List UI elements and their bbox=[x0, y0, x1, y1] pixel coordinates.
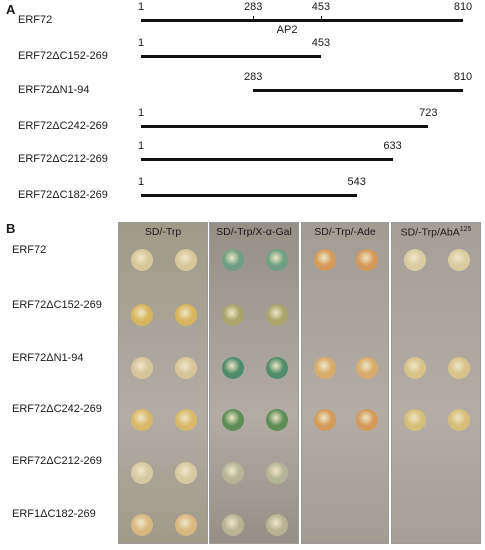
strain-row-label: ERF72ΔN1-94 bbox=[12, 352, 84, 364]
residue-number: 283 bbox=[244, 71, 263, 83]
yeast-colony bbox=[265, 409, 288, 431]
yeast-colony bbox=[222, 409, 245, 431]
yeast-colony bbox=[131, 249, 154, 271]
plate-title-text: SD/-Trp bbox=[144, 226, 182, 238]
strain-row-label: ERF1ΔC182-269 bbox=[12, 508, 96, 520]
yeast-colony bbox=[404, 249, 427, 271]
residue-number: 633 bbox=[383, 140, 402, 152]
yeast-colony bbox=[131, 304, 154, 326]
strain-row-label: ERF72ΔC152-269 bbox=[12, 299, 102, 311]
construct-bar bbox=[141, 125, 429, 128]
yeast-colony bbox=[447, 357, 470, 379]
yeast-colony bbox=[404, 409, 427, 431]
construct-label: ERF72ΔC152-269 bbox=[18, 50, 108, 62]
domain-boundary-tick bbox=[253, 16, 255, 22]
yeast-colony bbox=[222, 462, 245, 484]
plate-background bbox=[119, 223, 207, 543]
plate-title-text: SD/-Trp/X-α-Gal bbox=[216, 226, 292, 238]
yeast-colony bbox=[265, 304, 288, 326]
plate-title-text: SD/-Trp/AbA bbox=[400, 226, 460, 239]
yeast-colony bbox=[222, 514, 245, 536]
agar-plate: SD/-Trp/AbA125 bbox=[391, 222, 481, 544]
yeast-colony bbox=[174, 514, 197, 536]
yeast-colony bbox=[222, 249, 245, 271]
plate-background bbox=[210, 223, 298, 543]
yeast-colony bbox=[265, 462, 288, 484]
yeast-colony bbox=[131, 409, 154, 431]
yeast-colony bbox=[404, 357, 427, 379]
plate-title: SD/-Trp/AbA125 bbox=[392, 226, 480, 239]
yeast-colony bbox=[131, 514, 154, 536]
yeast-colony bbox=[174, 462, 197, 484]
residue-number: 723 bbox=[419, 107, 438, 119]
residue-number: 1 bbox=[137, 140, 145, 152]
yeast-colony bbox=[447, 409, 470, 431]
plate-background bbox=[392, 223, 480, 543]
strain-row-label: ERF72 bbox=[12, 244, 47, 256]
yeast-colony bbox=[265, 249, 288, 271]
construct-label: ERF72ΔC242-269 bbox=[18, 120, 108, 132]
residue-number: 453 bbox=[311, 37, 331, 49]
residue-number: 810 bbox=[453, 1, 473, 13]
construct-bar bbox=[141, 19, 463, 22]
yeast-colony bbox=[174, 304, 197, 326]
panel-a-letter: A bbox=[6, 2, 16, 17]
construct-label: ERF72ΔN1-94 bbox=[18, 84, 90, 96]
construct-bar bbox=[141, 194, 357, 197]
construct-label: ERF72ΔC182-269 bbox=[18, 189, 108, 201]
plate-title: SD/-Trp/-Ade bbox=[302, 226, 388, 238]
agar-plate: SD/-Trp/X-α-Gal bbox=[209, 222, 299, 544]
residue-number: 283 bbox=[244, 1, 263, 13]
residue-number: 1 bbox=[137, 176, 145, 188]
residue-number: 543 bbox=[347, 176, 366, 188]
yeast-colony bbox=[313, 409, 336, 431]
yeast-colony bbox=[356, 249, 379, 271]
plate-background bbox=[302, 223, 388, 543]
domain-boundary-tick bbox=[320, 16, 322, 22]
residue-number: 1 bbox=[137, 37, 145, 49]
yeast-colony bbox=[356, 357, 379, 379]
ap2-domain-label: AP2 bbox=[276, 24, 298, 36]
construct-label: ERF72 bbox=[18, 14, 53, 26]
yeast-colony bbox=[265, 514, 288, 536]
plate-title: SD/-Trp bbox=[119, 226, 207, 238]
yeast-colony bbox=[131, 357, 154, 379]
yeast-colony bbox=[313, 249, 336, 271]
panel-b-letter: B bbox=[6, 221, 16, 236]
plate-title-superscript: 125 bbox=[459, 226, 472, 233]
strain-row-label: ERF72ΔC212-269 bbox=[12, 455, 102, 467]
residue-number: 453 bbox=[311, 1, 331, 13]
construct-bar bbox=[253, 89, 463, 92]
yeast-colony bbox=[131, 462, 154, 484]
yeast-colony bbox=[447, 249, 470, 271]
yeast-colony bbox=[265, 357, 288, 379]
yeast-colony bbox=[313, 357, 336, 379]
yeast-colony bbox=[174, 249, 197, 271]
construct-bar bbox=[141, 55, 321, 58]
yeast-colony bbox=[222, 304, 245, 326]
agar-plate: SD/-Trp/-Ade bbox=[301, 222, 389, 544]
yeast-colony bbox=[174, 357, 197, 379]
residue-number: 1 bbox=[137, 1, 145, 13]
yeast-colony bbox=[174, 409, 197, 431]
yeast-colony bbox=[222, 357, 245, 379]
residue-number: 810 bbox=[453, 71, 473, 83]
construct-bar bbox=[141, 158, 393, 161]
construct-label: ERF72ΔC212-269 bbox=[18, 153, 108, 165]
residue-number: 1 bbox=[137, 107, 145, 119]
yeast-colony bbox=[356, 409, 379, 431]
plate-title-text: SD/-Trp/-Ade bbox=[314, 226, 376, 238]
strain-row-label: ERF72ΔC242-269 bbox=[12, 403, 102, 415]
plate-title: SD/-Trp/X-α-Gal bbox=[210, 226, 298, 238]
agar-plate: SD/-Trp bbox=[118, 222, 208, 544]
